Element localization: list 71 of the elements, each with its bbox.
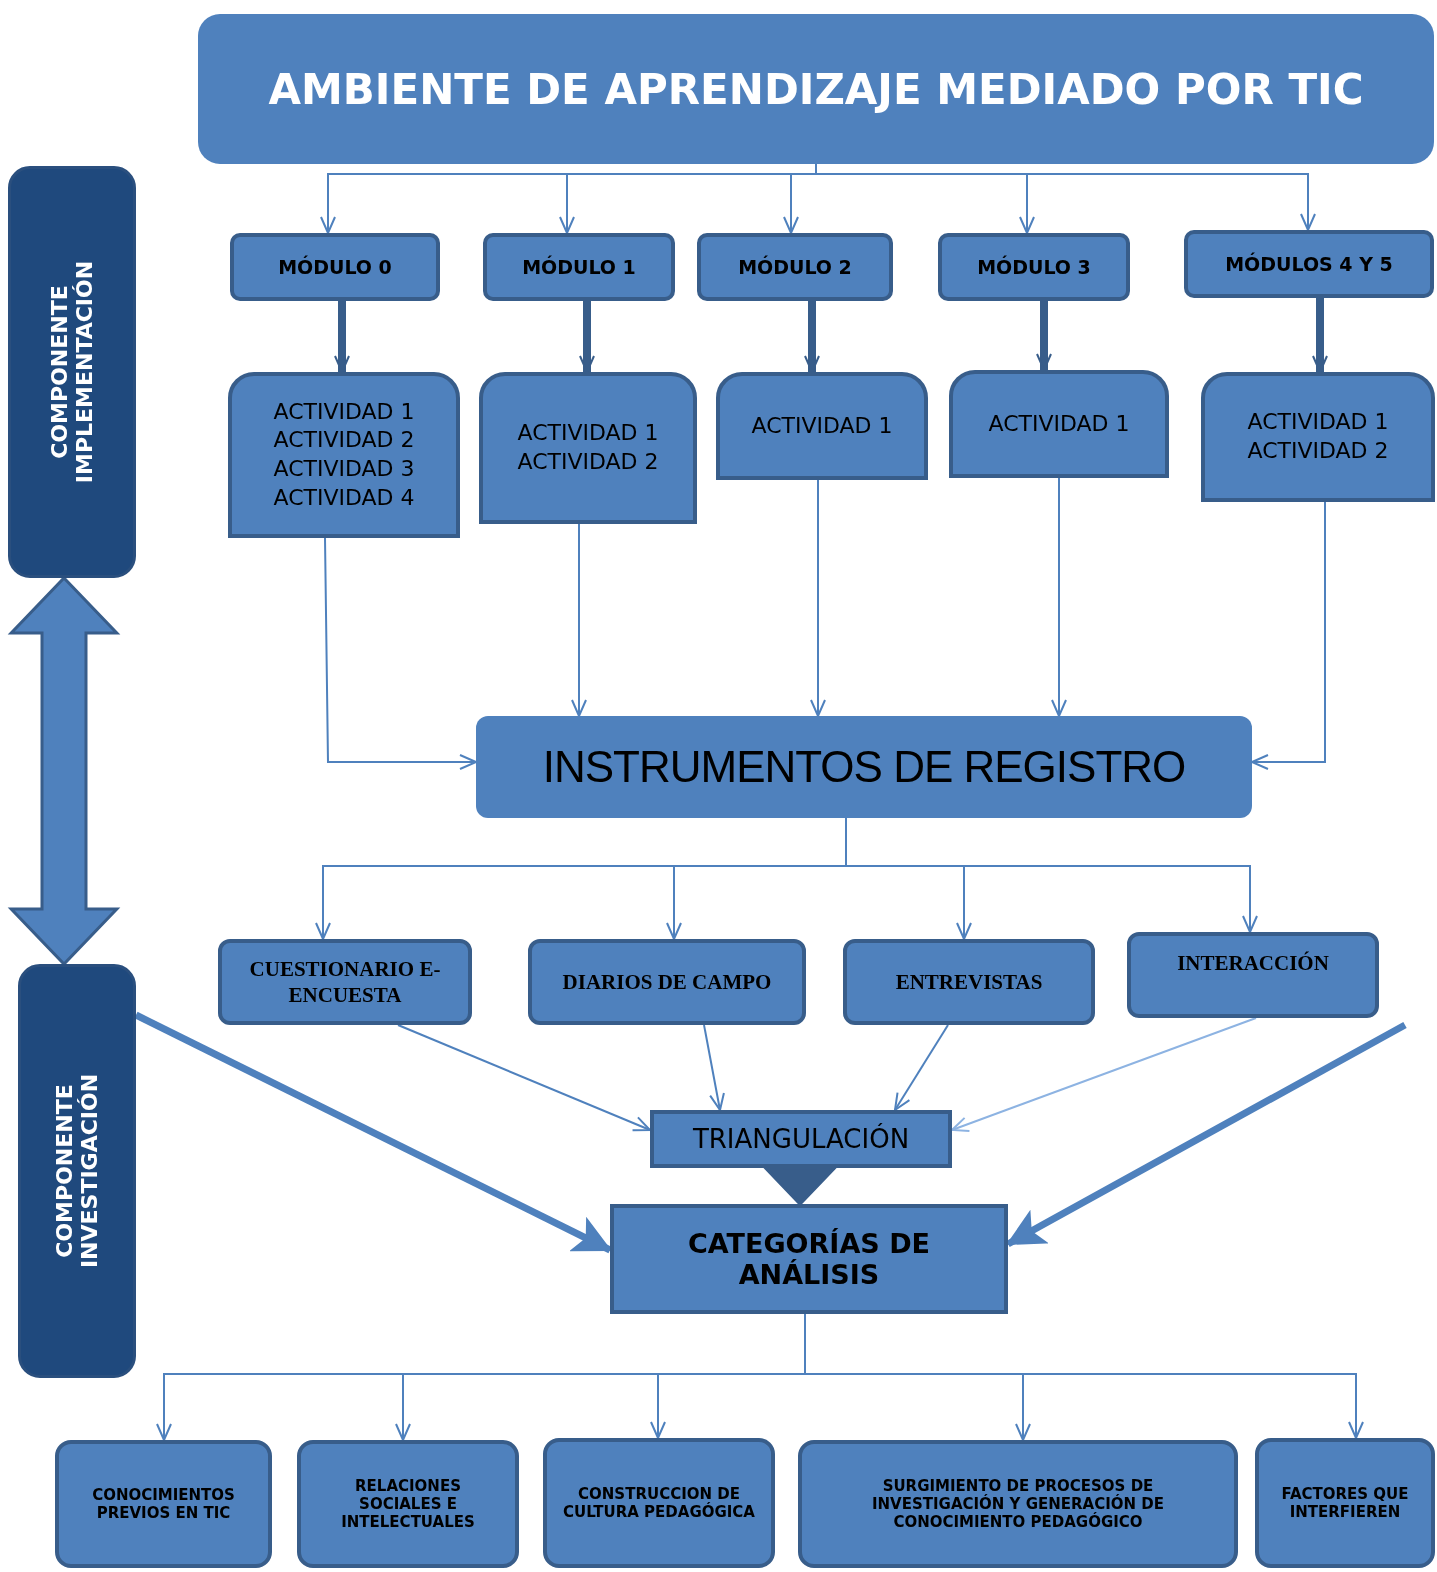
component-band	[8, 166, 136, 578]
node-label: CONOCIMIENTOS PREVIOS EN TIC	[91, 1486, 236, 1522]
arrow	[397, 1024, 651, 1132]
arrow	[1036, 301, 1052, 371]
category-box	[543, 1438, 775, 1568]
activity-box	[479, 372, 697, 524]
activity-box	[228, 372, 460, 538]
arrow	[579, 301, 595, 373]
node-label: AMBIENTE DE APRENDIZAJE MEDIADO POR TIC	[268, 64, 1364, 114]
node-label: ACTIVIDAD 2	[273, 426, 415, 455]
node-label: ACTIVIDAD 2	[517, 448, 659, 476]
node-label: CUESTIONARIO E-ENCUESTA	[248, 955, 442, 1009]
activity-box	[1201, 372, 1435, 502]
arrow	[134, 1011, 612, 1254]
double-block-arrow	[7, 575, 121, 967]
node-label: ACTIVIDAD 1	[751, 411, 893, 440]
triangulation-box	[650, 1110, 952, 1168]
node-label: ENTREVISTAS	[894, 968, 1044, 996]
node-label: MÓDULO 1	[522, 256, 636, 278]
node-label: FACTORES QUE INTERFIEREN	[1280, 1485, 1410, 1521]
arrow	[810, 479, 826, 717]
node-label: ACTIVIDAD 2	[1247, 437, 1389, 465]
arrow	[951, 1017, 1257, 1133]
component-band	[18, 964, 136, 1378]
instrument-box	[1127, 932, 1379, 1018]
node-label: ACTIVIDAD 1	[1247, 408, 1389, 437]
node-label: CATEGORÍAS DE ANÁLISIS	[687, 1228, 931, 1290]
node-label: ACTIVIDAD 1	[517, 419, 659, 448]
node-label: MÓDULO 2	[738, 256, 852, 278]
module-box	[697, 233, 893, 301]
arrow	[804, 301, 820, 373]
node-label: MÓDULOS 4 Y 5	[1225, 253, 1393, 275]
title-banner	[198, 14, 1434, 164]
categories-box	[610, 1204, 1008, 1314]
node-label: ACTIVIDAD 1	[988, 409, 1130, 438]
module-box	[938, 233, 1130, 301]
node-label: DIARIOS DE CAMPO	[561, 968, 773, 996]
component-label: COMPONENTE IMPLEMENTACIÓN	[47, 259, 97, 486]
node-label: MÓDULO 3	[977, 256, 1091, 278]
instruments-box	[476, 716, 1252, 818]
category-box	[297, 1440, 519, 1568]
node-label: ACTIVIDAD 3	[273, 455, 415, 483]
arrow	[334, 301, 350, 373]
component-label: COMPONENTE INVESTIGACIÓN	[52, 1072, 102, 1271]
arrow	[1051, 477, 1067, 717]
node-label: ACTIVIDAD 1	[273, 397, 415, 426]
activity-box	[716, 372, 928, 480]
arrow	[894, 1024, 949, 1111]
node-label: TRIANGULACIÓN	[692, 1124, 910, 1154]
arrow	[1312, 298, 1328, 373]
module-box	[230, 233, 440, 301]
instrument-box	[218, 939, 472, 1025]
arrow	[703, 1024, 725, 1111]
category-box	[55, 1440, 272, 1568]
node-label: RELACIONES SOCIALES E INTELECTUALES	[340, 1477, 476, 1531]
node-label: CONSTRUCCION DE CULTURA PEDAGÓGICA	[562, 1485, 756, 1521]
arrow	[324, 537, 477, 770]
category-box	[1255, 1438, 1435, 1568]
instrument-box	[528, 939, 806, 1025]
module-box	[1184, 230, 1434, 298]
arrow	[571, 523, 587, 717]
arrow	[1251, 501, 1326, 770]
module-box	[483, 233, 675, 301]
node-label: ACTIVIDAD 4	[273, 483, 415, 512]
category-box	[798, 1440, 1238, 1568]
activity-box	[949, 370, 1169, 478]
instrument-box	[843, 939, 1095, 1025]
node-label: INTERACCIÓN	[1176, 950, 1330, 977]
node-label: MÓDULO 0	[278, 256, 392, 278]
node-label: SURGIMIENTO DE PROCESOS DE INVESTIGACIÓN Y GENERACIÓN DE CONOCIMIENTO PEDAGÓGICO	[870, 1477, 1166, 1531]
node-label: INSTRUMENTOS DE REGISTRO	[542, 742, 1186, 792]
